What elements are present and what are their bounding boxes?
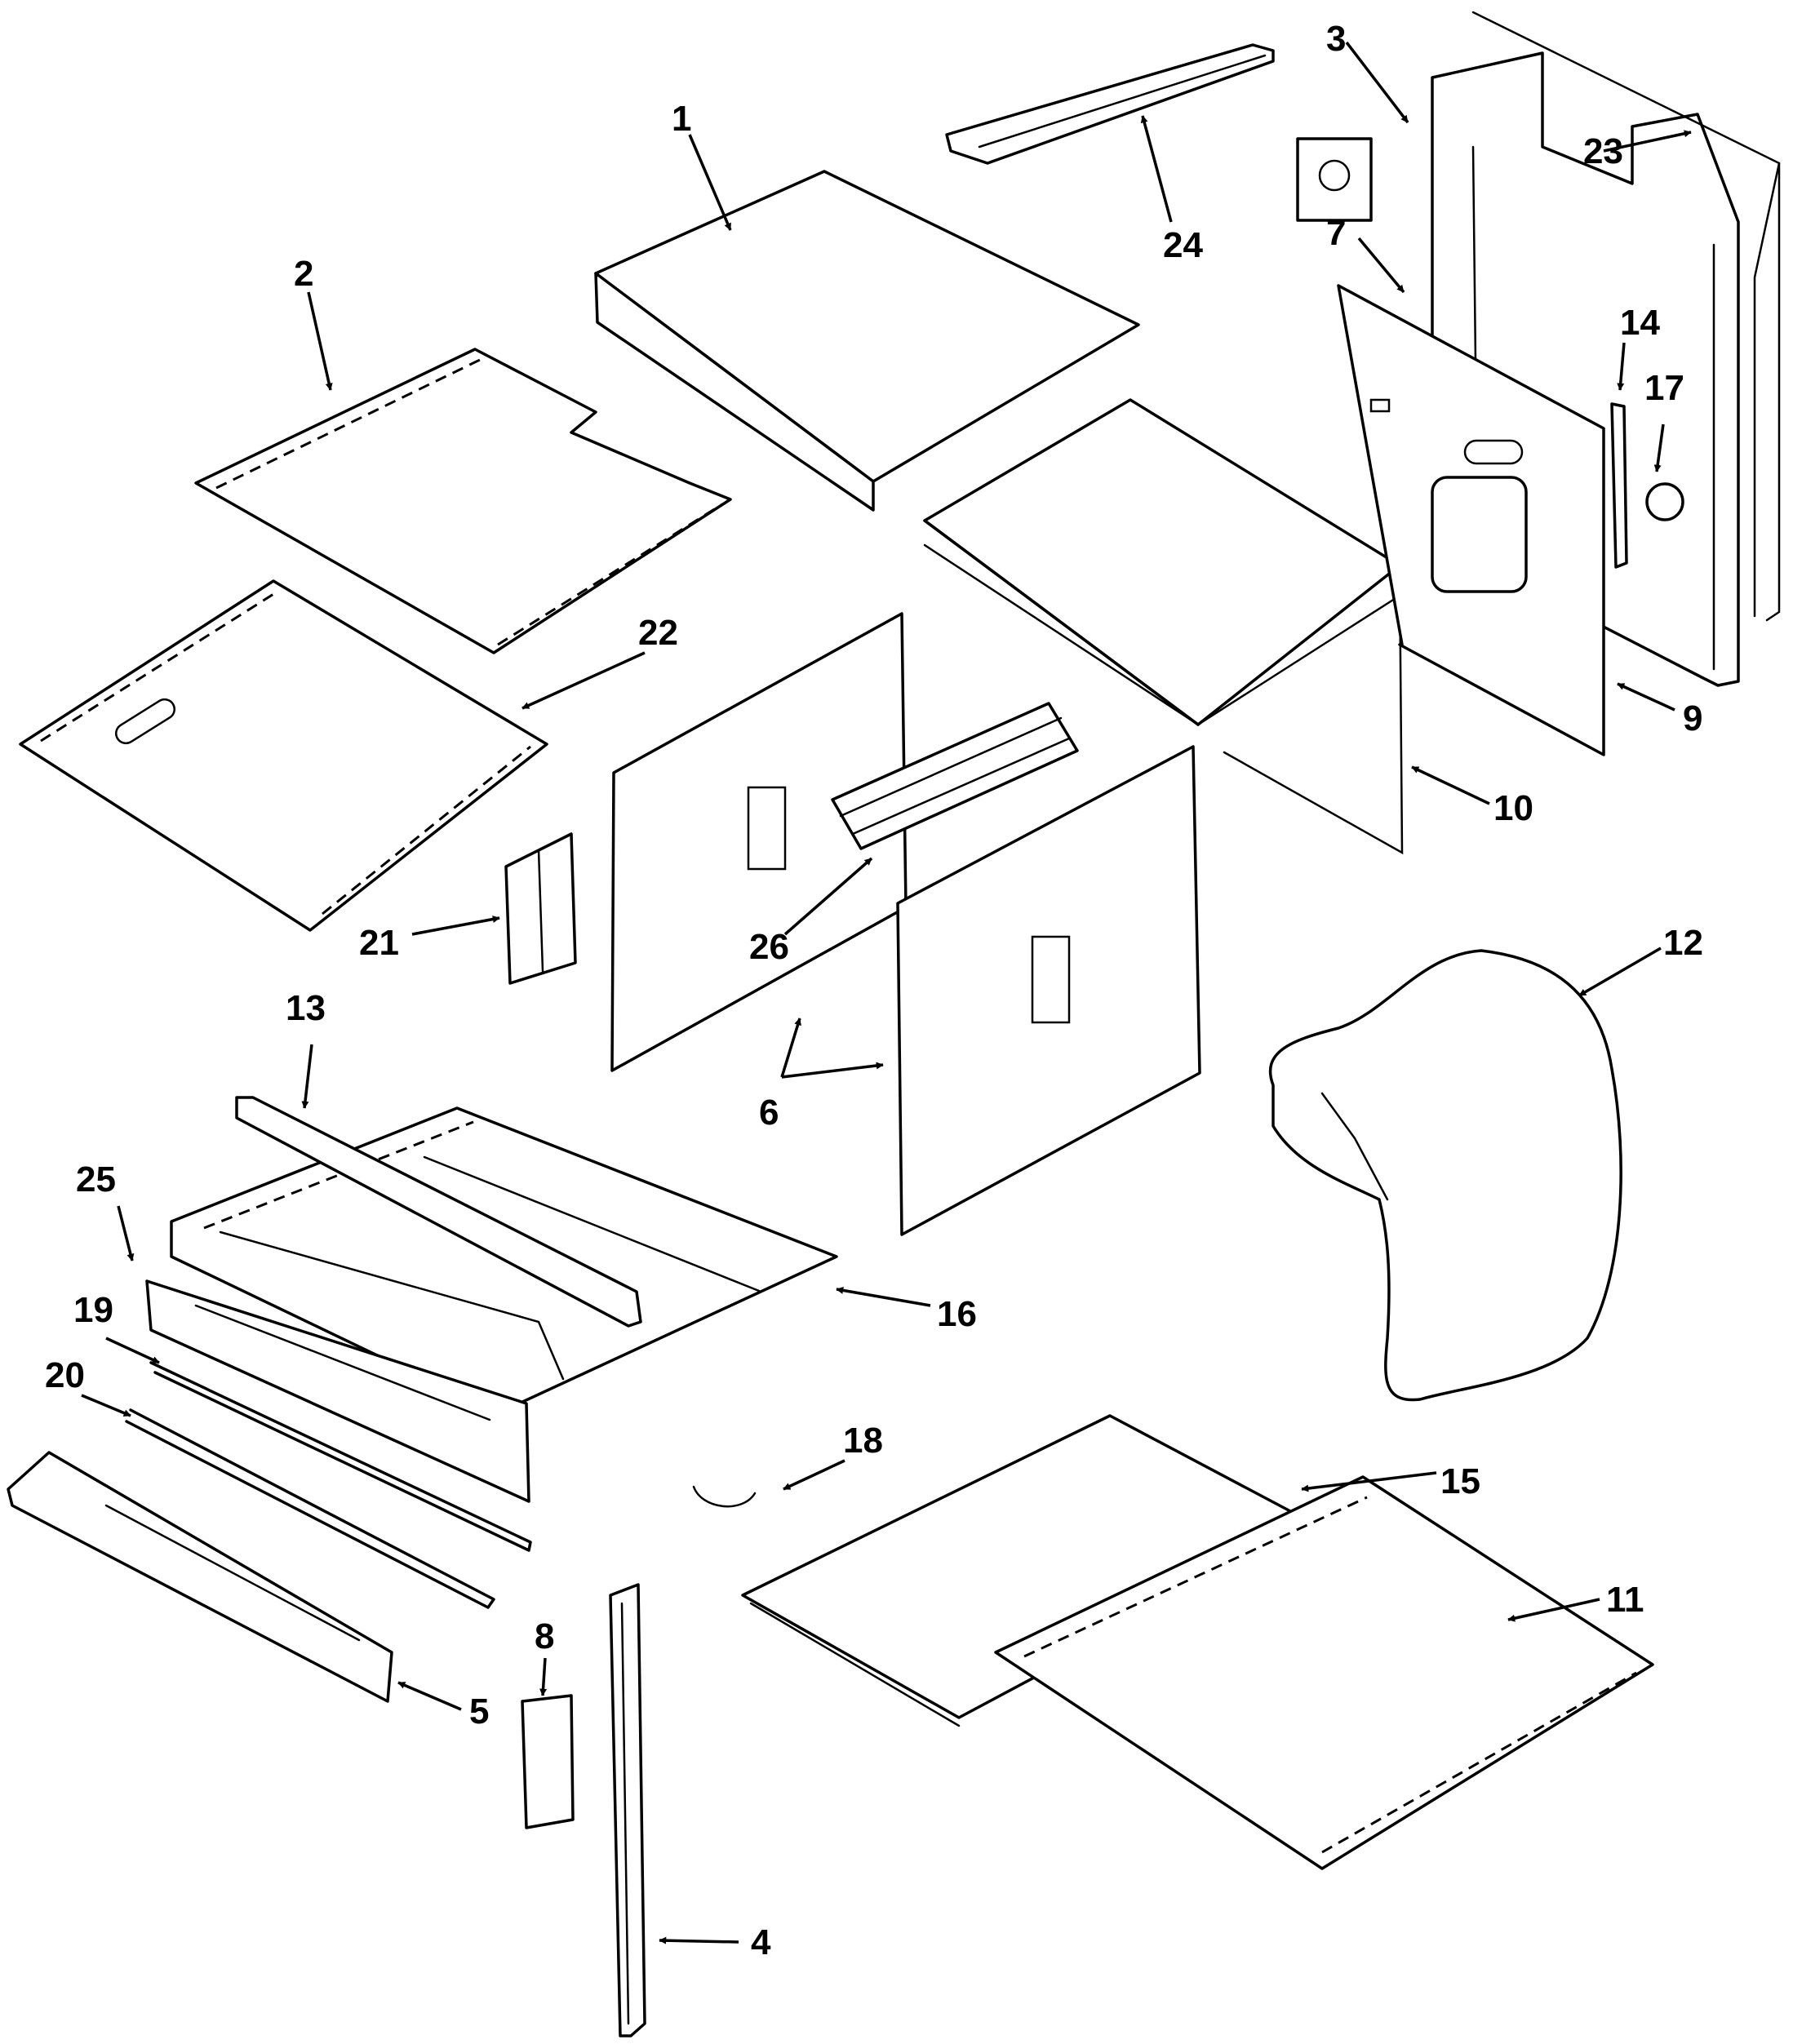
- part-8-bracket: [521, 1694, 575, 1829]
- part-25-vent-rail: [145, 1279, 530, 1503]
- callout-3: 3: [1326, 19, 1346, 59]
- leader-lines: [81, 41, 1692, 1944]
- callout-22: 22: [638, 613, 678, 653]
- callout-15: 15: [1440, 1461, 1480, 1501]
- part-5-kickplate: [7, 1451, 393, 1703]
- part-21-bracket: [504, 832, 577, 985]
- callout-8: 8: [535, 1616, 554, 1656]
- callout-17: 17: [1644, 368, 1684, 408]
- callout-12: 12: [1663, 923, 1703, 963]
- callout-1: 1: [672, 99, 691, 139]
- callout-21: 21: [359, 923, 399, 963]
- callout-10: 10: [1493, 788, 1533, 828]
- callout-23: 23: [1583, 131, 1623, 171]
- callout-24: 24: [1163, 225, 1203, 265]
- part-12-insulation-blanket: [1268, 949, 1622, 1402]
- part-1-top-panel: [594, 170, 1140, 512]
- part-26-vent-strip: [831, 702, 1079, 850]
- part-4-side-trim: [609, 1583, 646, 2037]
- callout-18: 18: [843, 1421, 883, 1461]
- part-17-switch: [1645, 482, 1684, 521]
- callout-19: 19: [73, 1290, 113, 1330]
- part-7-switch: [1296, 137, 1373, 222]
- callout-7: 7: [1326, 213, 1346, 253]
- callout-26: 26: [749, 927, 789, 967]
- part-24-trim-strip: [945, 43, 1275, 165]
- part-14-bracket: [1610, 402, 1628, 569]
- callout-9: 9: [1683, 698, 1702, 738]
- callout-labels: 1 2 3 4 5 6 7 8 9 10 11 12 13 14 15 16 1…: [45, 19, 1703, 1962]
- callout-5: 5: [469, 1692, 489, 1731]
- part-19-strip: [149, 1361, 532, 1552]
- part-10-insulation-block: [923, 398, 1404, 855]
- callout-11: 11: [1606, 1580, 1644, 1620]
- part-13-rail: [235, 1096, 642, 1328]
- callout-4: 4: [751, 1922, 771, 1962]
- part-6-side-panels: [610, 612, 1201, 1236]
- part-9-rear-panel: [1337, 284, 1605, 756]
- callout-13: 13: [286, 988, 326, 1028]
- part-18-clip: [692, 1485, 757, 1508]
- part-2-upper-tray: [194, 348, 732, 654]
- part-22-lower-tray: [19, 579, 548, 932]
- callout-14: 14: [1620, 303, 1660, 343]
- callout-20: 20: [45, 1355, 85, 1395]
- callout-25: 25: [76, 1159, 116, 1199]
- callout-16: 16: [937, 1294, 977, 1334]
- part-11-lower-tray: [994, 1475, 1654, 1870]
- callout-6: 6: [759, 1093, 779, 1133]
- part-20-strip: [125, 1408, 495, 1609]
- callout-2: 2: [294, 254, 313, 294]
